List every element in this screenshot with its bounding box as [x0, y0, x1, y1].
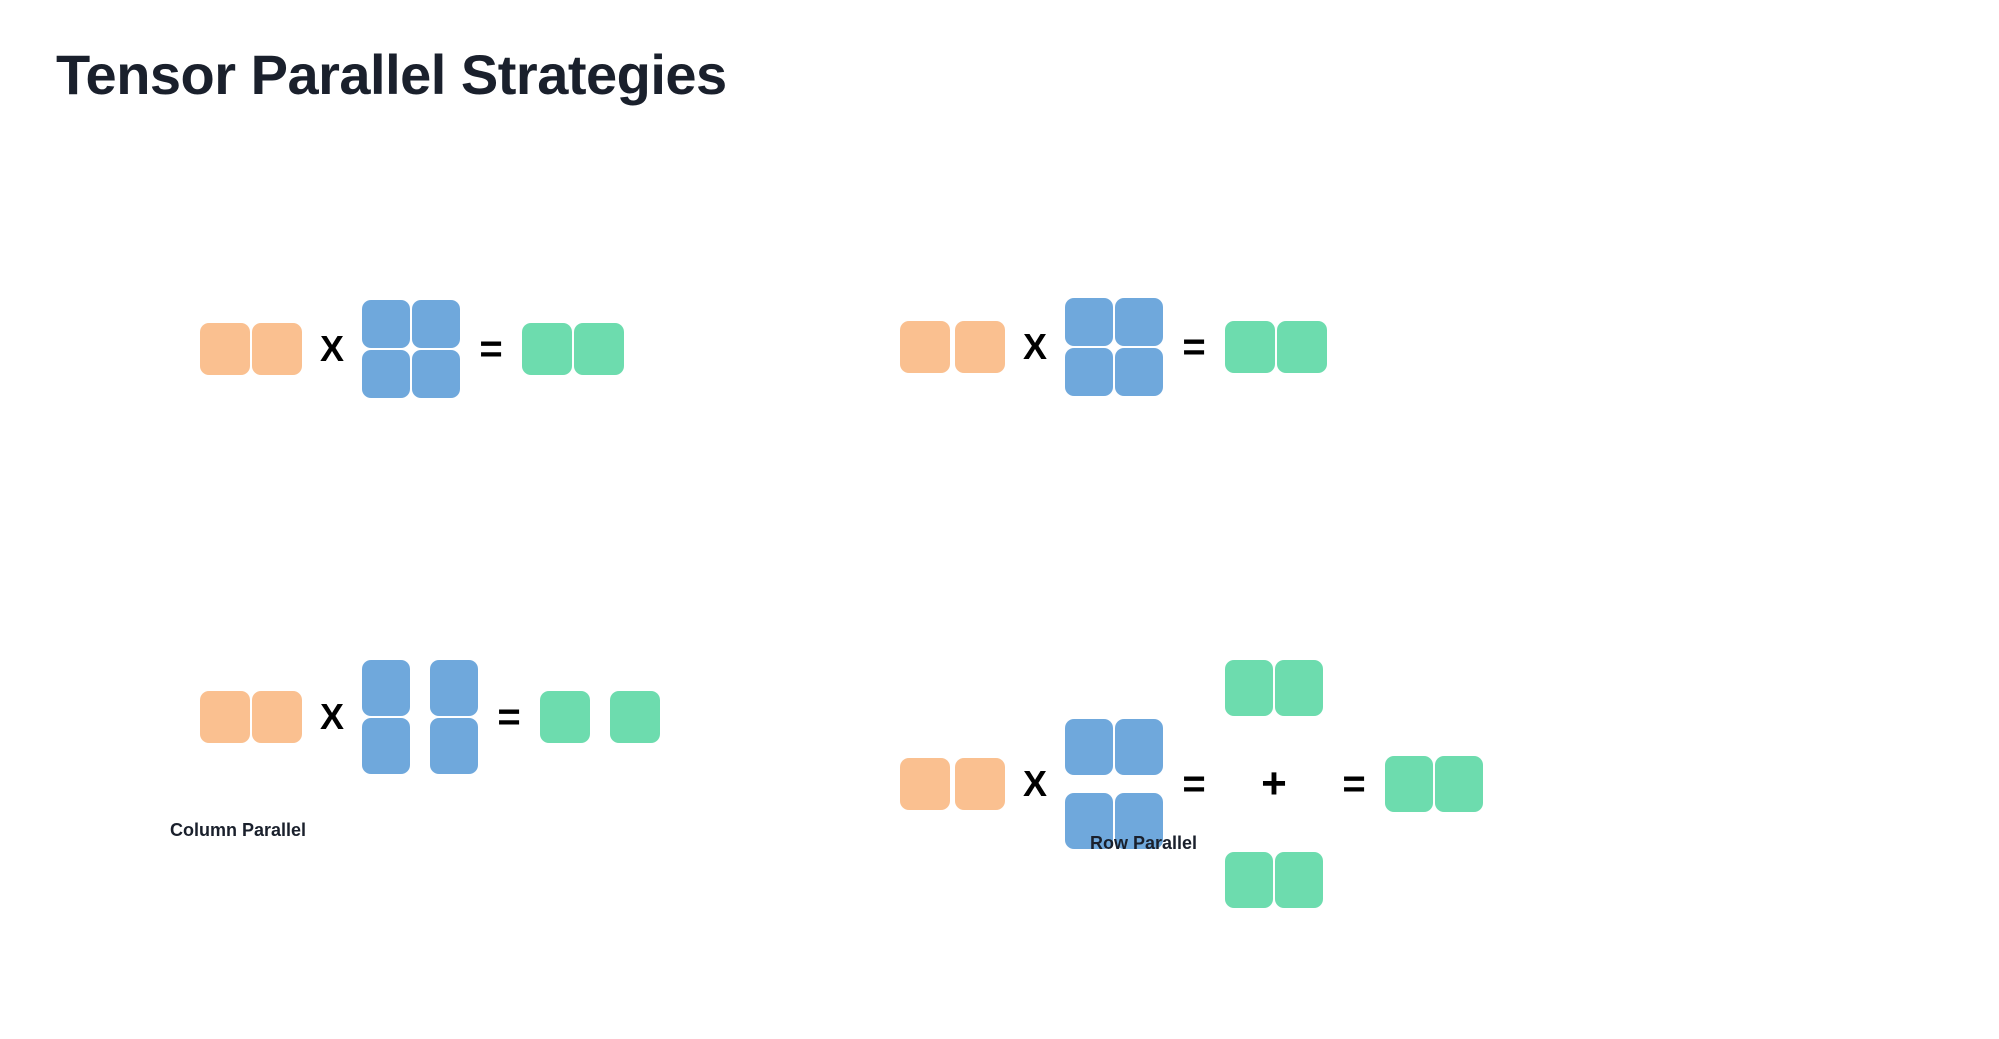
matrix-cell: [900, 321, 950, 373]
matrix-row: [362, 350, 460, 398]
label-row-parallel: Row Parallel: [1090, 833, 1198, 853]
matrix-cell: [955, 321, 1005, 373]
weight-shard: [430, 660, 478, 774]
matrix-cell: [522, 323, 572, 375]
matrix-cell: [1385, 756, 1433, 812]
matrix-cell: [1225, 321, 1275, 373]
matrix-cell: [362, 660, 410, 716]
matrix-cell: [1225, 660, 1273, 716]
matrix-cell: [1065, 793, 1113, 849]
matrix-cell: [1065, 298, 1113, 346]
matrix-cell: [362, 718, 410, 774]
matrix-cell: [200, 691, 250, 743]
weight-matrix-blue: [362, 300, 460, 398]
matrix-cell: [955, 758, 1005, 810]
input-matrix-orange: [900, 321, 1005, 373]
weight-shard: [362, 660, 410, 774]
label-column-parallel: Column Parallel: [170, 820, 307, 840]
matrix-cell: [362, 300, 410, 348]
matrix-cell: [1115, 793, 1163, 849]
diagram-row-parallel-reference: X =: [900, 298, 1327, 396]
multiply-operator: X: [1022, 326, 1047, 367]
partial-output-sum-group: +: [1225, 660, 1323, 908]
output-matrix-green: [1225, 321, 1327, 373]
diagram-row-parallel-sharded: X = + =: [900, 660, 1483, 908]
matrix-cell: [412, 300, 460, 348]
matrix-cell: [362, 350, 410, 398]
output-shard: [540, 691, 590, 743]
matrix-cell: [1225, 852, 1273, 908]
matrix-cell: [430, 660, 478, 716]
matrix-cell: [1115, 348, 1163, 396]
multiply-operator: X: [319, 328, 344, 369]
matrix-row: [1065, 348, 1163, 396]
diagram-column-parallel-reference: X =: [200, 300, 624, 398]
output-matrix-green-column-sharded: [540, 691, 660, 743]
equals-operator-final: =: [1342, 762, 1366, 806]
matrix-cell: [252, 323, 302, 375]
page-title: Tensor Parallel Strategies: [56, 43, 727, 106]
matrix-cell: [1275, 660, 1323, 716]
matrix-cell: [412, 350, 460, 398]
weight-shard: [1065, 793, 1163, 849]
matrix-cell: [1065, 348, 1113, 396]
input-matrix-orange: [200, 691, 302, 743]
equals-operator: =: [497, 695, 521, 739]
output-shard: [610, 691, 660, 743]
diagram-column-parallel-sharded: X =: [200, 660, 660, 774]
matrix-cell: [252, 691, 302, 743]
plus-operator: +: [1261, 759, 1287, 808]
weight-matrix-blue: [1065, 298, 1163, 396]
matrix-cell: [900, 758, 950, 810]
matrix-row: [1065, 298, 1163, 346]
final-output-matrix-green: [1385, 756, 1483, 812]
partial-output-bottom: [1225, 852, 1323, 908]
matrix-row: [362, 300, 460, 348]
weight-shard: [1065, 719, 1163, 775]
equals-operator: =: [1182, 762, 1206, 806]
equals-operator: =: [1182, 325, 1206, 369]
multiply-operator: X: [1022, 763, 1047, 804]
partial-output-top: [1225, 660, 1323, 716]
equals-operator: =: [479, 327, 503, 371]
weight-matrix-blue-row-sharded: [1065, 719, 1163, 849]
matrix-cell: [1275, 852, 1323, 908]
input-matrix-orange: [200, 323, 302, 375]
matrix-cell: [1435, 756, 1483, 812]
matrix-cell: [430, 718, 478, 774]
matrix-cell: [1115, 719, 1163, 775]
output-matrix-green: [522, 323, 624, 375]
matrix-cell: [200, 323, 250, 375]
input-matrix-orange: [900, 758, 1005, 810]
weight-matrix-blue-column-sharded: [362, 660, 478, 774]
matrix-cell: [1065, 719, 1113, 775]
multiply-operator: X: [319, 696, 344, 737]
matrix-cell: [574, 323, 624, 375]
matrix-cell: [1115, 298, 1163, 346]
matrix-cell: [1277, 321, 1327, 373]
